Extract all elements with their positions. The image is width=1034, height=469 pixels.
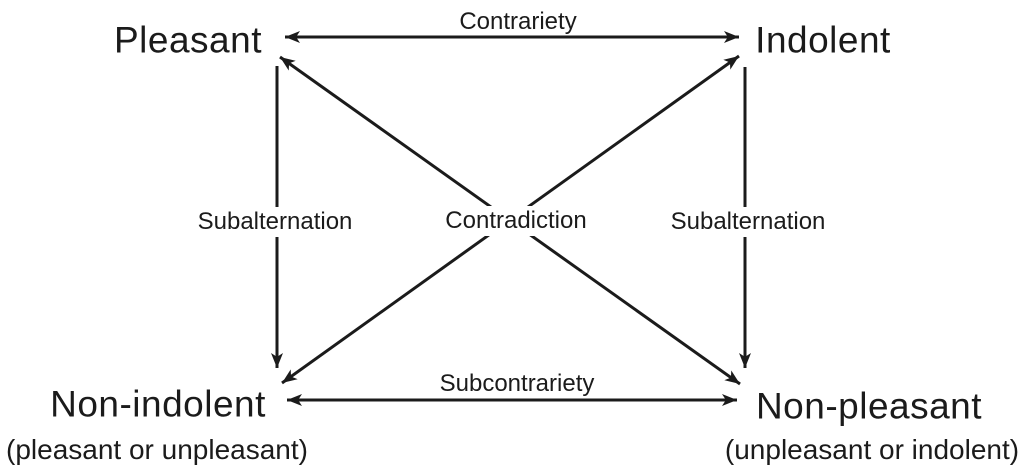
node-non-indolent: Non-indolent — [50, 383, 266, 425]
relation-subcontrariety-label: Subcontrariety — [439, 370, 595, 397]
node-pleasant: Pleasant — [114, 19, 262, 61]
relation-subalternation-left-label: Subalternation — [191, 207, 359, 237]
node-non-pleasant-sublabel: (unpleasant or indolent) — [724, 434, 1020, 465]
relation-contrariety-label: Contrariety — [459, 8, 577, 35]
node-indolent: Indolent — [755, 19, 891, 61]
relation-subalternation-right-label: Subalternation — [664, 207, 832, 237]
relation-contradiction-label: Contradiction — [439, 206, 593, 236]
node-non-pleasant: Non-pleasant — [755, 385, 983, 427]
node-non-indolent-sublabel: (pleasant or unpleasant) — [6, 434, 308, 465]
